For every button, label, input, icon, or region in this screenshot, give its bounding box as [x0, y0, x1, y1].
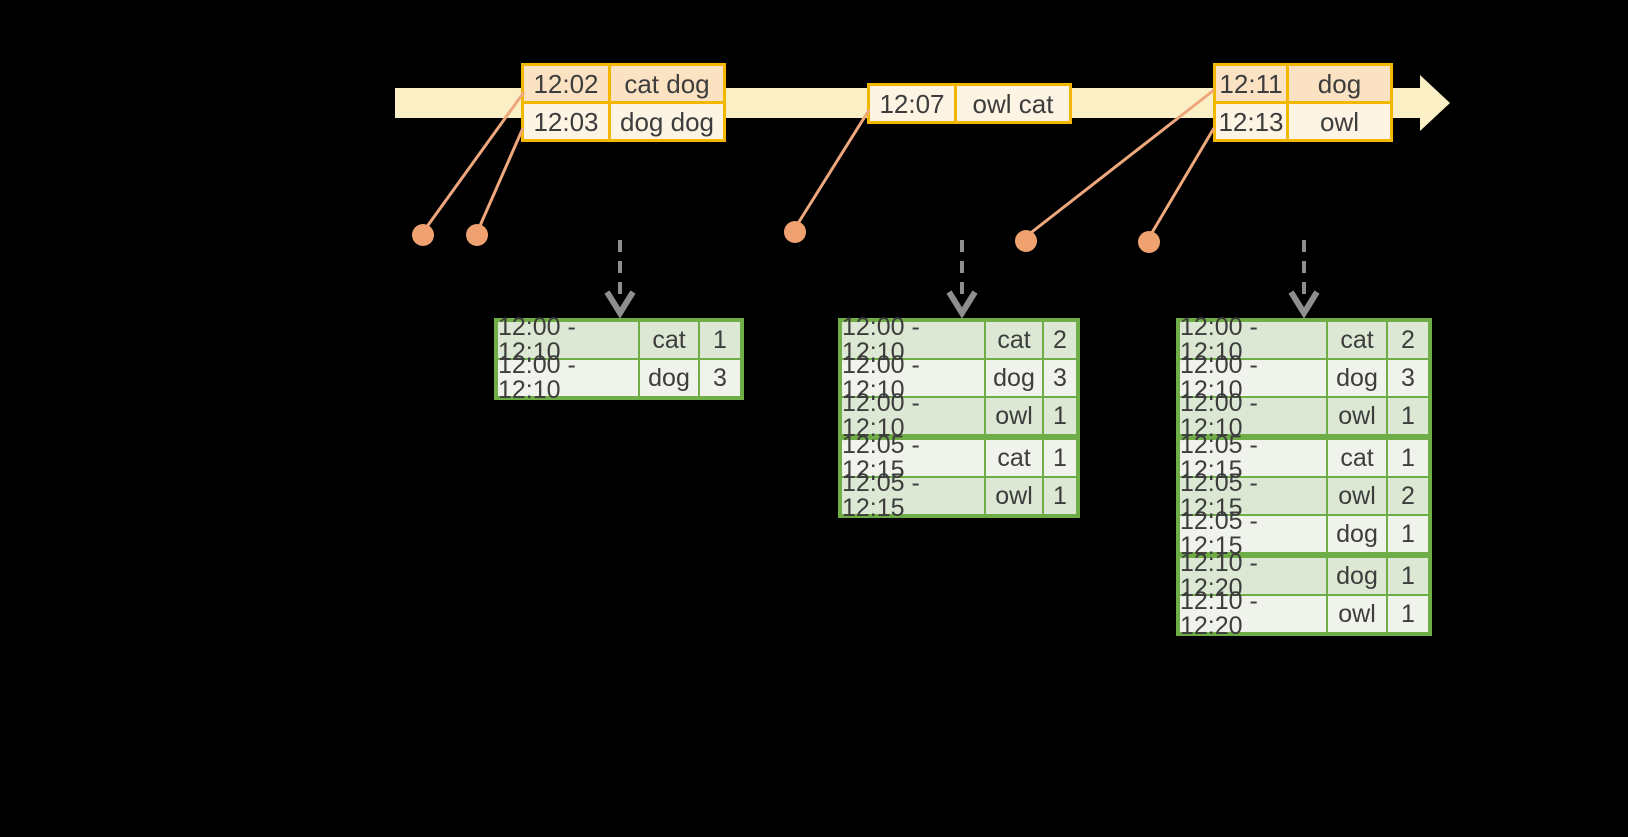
timeline-arrowhead-icon: [1420, 75, 1450, 131]
event-time: 12:11: [1216, 66, 1286, 101]
count-cell: 2: [1388, 478, 1428, 514]
event-marker-dot: [412, 224, 434, 246]
connector-line: [477, 127, 525, 229]
event-table-3: 12:11 dog 12:13 owl: [1213, 63, 1393, 142]
event-marker-dot: [784, 221, 806, 243]
event-words: cat dog: [611, 66, 723, 101]
event-marker-dot: [1138, 231, 1160, 253]
event-time: 12:13: [1216, 104, 1286, 139]
window-cell: 12:00 - 12:10: [842, 391, 984, 441]
word-cell: owl: [1328, 478, 1386, 514]
event-time: 12:02: [524, 66, 608, 101]
event-table-2: 12:07 owl cat: [867, 83, 1072, 124]
count-cell: 1: [700, 322, 740, 358]
event-marker-dot: [466, 224, 488, 246]
window-cell: 12:05 - 12:15: [842, 433, 984, 483]
word-cell: dog: [986, 360, 1042, 396]
connector-line: [1148, 127, 1216, 237]
window-cell: 12:00 - 12:10: [1180, 391, 1326, 441]
count-cell: 1: [1044, 440, 1076, 476]
word-cell: cat: [986, 440, 1042, 476]
output-arrowhead-icon: [1288, 290, 1320, 319]
word-cell: dog: [1328, 360, 1386, 396]
word-cell: dog: [1328, 558, 1386, 594]
event-time: 12:03: [524, 104, 608, 139]
word-cell: owl: [986, 398, 1042, 434]
event-table-1: 12:02 cat dog 12:03 dog dog: [521, 63, 726, 142]
event-words: owl: [1289, 104, 1390, 139]
count-cell: 1: [1388, 440, 1428, 476]
count-cell: 2: [1044, 322, 1076, 358]
word-cell: dog: [1328, 516, 1386, 552]
word-cell: owl: [1328, 596, 1386, 632]
word-cell: cat: [986, 322, 1042, 358]
count-cell: 3: [700, 360, 740, 396]
event-words: dog: [1289, 66, 1390, 101]
window-cell: 12:00 - 12:10: [842, 315, 984, 365]
window-cell: 12:00 - 12:10: [1180, 353, 1326, 403]
event-row: 12:07 owl cat: [870, 86, 1069, 121]
window-cell: 12:00 - 12:10: [842, 353, 984, 403]
event-row: 12:13 owl: [1216, 104, 1390, 139]
count-cell: 1: [1388, 516, 1428, 552]
count-cell: 1: [1388, 398, 1428, 434]
window-cell: 12:05 - 12:15: [1180, 471, 1326, 521]
event-words: owl cat: [957, 86, 1069, 121]
count-cell: 1: [1388, 558, 1428, 594]
count-cell: 1: [1044, 478, 1076, 514]
count-cell: 3: [1388, 360, 1428, 396]
output-arrowhead-icon: [604, 290, 636, 319]
window-cell: 12:00 - 12:10: [498, 353, 638, 403]
window-cell: 12:05 - 12:15: [1180, 509, 1326, 559]
word-cell: cat: [1328, 440, 1386, 476]
count-cell: 1: [1388, 596, 1428, 632]
word-cell: owl: [1328, 398, 1386, 434]
event-words: dog dog: [611, 104, 723, 139]
connector-line: [795, 109, 871, 226]
event-row: 12:02 cat dog: [524, 66, 723, 101]
word-cell: dog: [640, 360, 698, 396]
word-cell: owl: [986, 478, 1042, 514]
window-cell: 12:10 - 12:20: [1180, 589, 1326, 639]
output-arrowhead-icon: [946, 290, 978, 319]
window-cell: 12:05 - 12:15: [1180, 433, 1326, 483]
event-row: 12:11 dog: [1216, 66, 1390, 101]
count-cell: 1: [1044, 398, 1076, 434]
event-marker-dot: [1015, 230, 1037, 252]
word-cell: cat: [1328, 322, 1386, 358]
window-cell: 12:05 - 12:15: [842, 471, 984, 521]
event-row: 12:03 dog dog: [524, 104, 723, 139]
event-time: 12:07: [870, 86, 954, 121]
count-cell: 2: [1388, 322, 1428, 358]
word-cell: cat: [640, 322, 698, 358]
count-cell: 3: [1044, 360, 1076, 396]
